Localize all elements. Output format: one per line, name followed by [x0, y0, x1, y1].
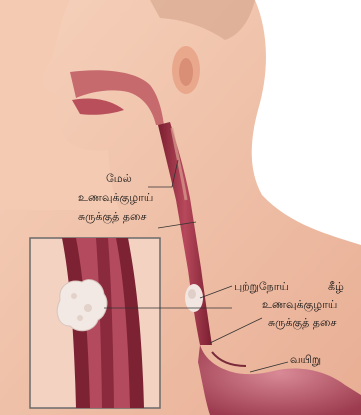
label-stomach: வயிறு — [290, 353, 321, 366]
label-tumor: புற்றுநோய் — [234, 280, 289, 293]
label-lower-line1: கீழ் — [328, 280, 344, 293]
label-lower-line3: சுருக்குத் தசை — [268, 316, 336, 329]
label-upper-line2: உணவுக்குழாய் — [78, 191, 153, 204]
label-upper-line1: மேல் — [106, 172, 132, 185]
label-upper-line3: சுருக்குத் தசை — [78, 210, 146, 223]
label-lower-line2: உணவுக்குழாய் — [262, 298, 337, 311]
